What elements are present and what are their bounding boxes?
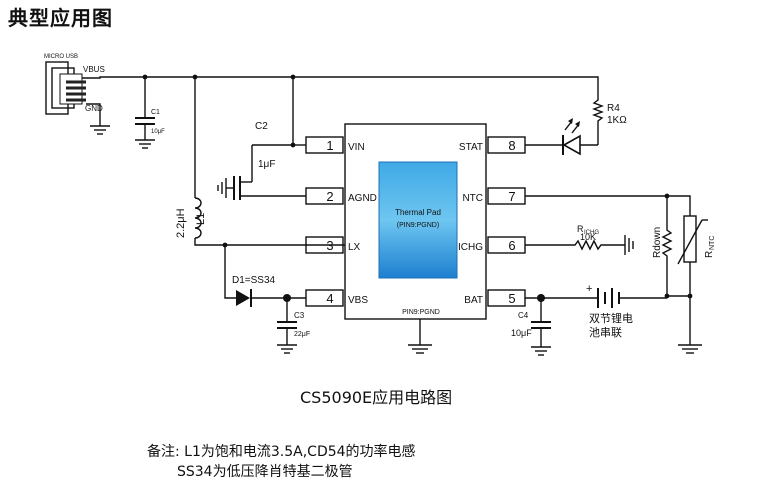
chip-cs5090e: Thermal Pad (PIN9:PGND) PIN9:PGND (344, 123, 487, 354)
pin-1-vin: 1 VIN (305, 136, 365, 154)
micro-usb-connector: MICRO USB VBUS GND (44, 54, 105, 115)
richg-sub: ICHG (584, 230, 599, 236)
r4-label: R4 (607, 103, 620, 114)
svg-text:7: 7 (508, 189, 515, 204)
pin-4-vbs: 4 VBS (305, 289, 368, 307)
r4-value: 1KΩ (607, 115, 627, 126)
c4-label: C4 (518, 311, 529, 320)
resistor-richg: R ICHG 10K (525, 224, 634, 255)
richg-value: 10K (580, 232, 596, 242)
usb-gnd-label: GND (85, 104, 103, 113)
c3-value: 22μF (294, 331, 310, 338)
thermal-pad-pin: (PIN9:PGND) (397, 222, 439, 229)
battery: + 双节锂电 池串联 (586, 283, 667, 339)
pin-3-lx: 3 LX (305, 236, 361, 254)
svg-text:VBS: VBS (348, 295, 368, 306)
capacitor-c2: C2 1μF (217, 121, 293, 200)
note-line-1: 备注: L1为饱和电流3.5A,CD54的功率电感 (147, 444, 416, 460)
c2-value: 1μF (258, 159, 275, 170)
note-line-2: SS34为低压降肖特基二极管 (177, 464, 353, 480)
svg-text:4: 4 (326, 291, 333, 306)
l1-label: L1 (195, 213, 207, 225)
pin-8-stat: 8 STAT (459, 136, 526, 154)
pin-6-ichg: 6 ICHG (458, 236, 526, 254)
resistor-rdown: Rdown (652, 196, 673, 296)
diagram-caption: CS5090E应用电路图 (300, 388, 453, 407)
page-title: 典型应用图 (8, 6, 113, 30)
pin-2-agnd: 2 AGND (305, 187, 377, 205)
pin-7-ntc: 7 NTC (462, 187, 526, 205)
svg-text:NTC: NTC (462, 193, 483, 204)
capacitor-c3: C3 22μF (277, 298, 310, 354)
c1-value: 10μF (151, 129, 165, 135)
rntc-label: R (704, 251, 715, 258)
svg-text:AGND: AGND (348, 193, 377, 204)
svg-text:3: 3 (326, 238, 333, 253)
svg-text:5: 5 (508, 291, 515, 306)
rdown-label: Rdown (652, 227, 663, 258)
resistor-rntc: R NTC (677, 215, 716, 345)
svg-text:LX: LX (348, 242, 361, 253)
pin-5-bat: 5 BAT (464, 289, 526, 307)
usb-label: MICRO USB (44, 54, 78, 60)
capacitor-c4: C4 10μF (511, 298, 551, 356)
d1-label: D1=SS34 (232, 275, 276, 286)
svg-text:8: 8 (508, 138, 515, 153)
svg-text:VIN: VIN (348, 142, 365, 153)
svg-text:BAT: BAT (464, 295, 483, 306)
c4-value: 10μF (511, 328, 532, 338)
l1-value: 2.2μH (175, 208, 187, 238)
c3-label: C3 (294, 311, 305, 320)
svg-text:STAT: STAT (459, 142, 483, 153)
usb-vbus-label: VBUS (83, 65, 105, 74)
c1-label: C1 (151, 109, 160, 116)
rntc-sub: NTC (709, 236, 716, 250)
inductor-l1: 2.2μH L1 (175, 197, 207, 239)
svg-text:2: 2 (326, 189, 333, 204)
svg-text:ICHG: ICHG (458, 242, 483, 253)
thermal-pad-label: Thermal Pad (395, 208, 441, 217)
richg-label: R (577, 224, 584, 234)
battery-label-2: 池串联 (589, 326, 622, 339)
svg-text:1: 1 (326, 138, 333, 153)
battery-plus: + (586, 283, 592, 295)
status-led (525, 118, 598, 156)
diode-d1: D1=SS34 (224, 245, 306, 307)
capacitor-c1: C1 10μF (135, 77, 165, 149)
svg-text:6: 6 (508, 238, 515, 253)
battery-label-1: 双节锂电 (589, 311, 633, 325)
pin9-label: PIN9:PGND (402, 309, 440, 316)
resistor-r4: R4 1KΩ (293, 76, 627, 145)
c2-label: C2 (255, 121, 268, 132)
